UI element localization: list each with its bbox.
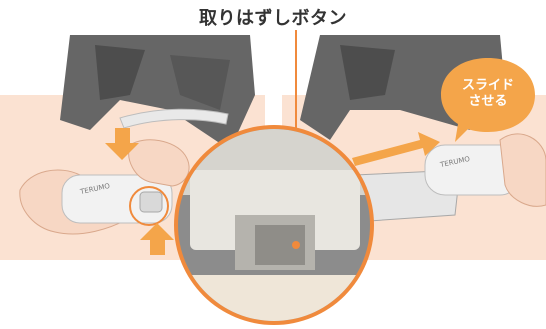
speech-bubble [441, 58, 535, 142]
left-shirt-fold-2 [170, 55, 230, 110]
right-hand [499, 133, 546, 207]
release-button-marker [292, 241, 300, 249]
left-zoom-circle [129, 186, 169, 226]
slide-arrow-icon [352, 132, 440, 166]
left-shirt-fold [95, 45, 145, 100]
bubble-line-2: させる [468, 94, 508, 109]
left-device-edge [139, 191, 163, 213]
release-button-label: 取りはずしボタン [199, 8, 347, 29]
bubble-line-1: スライド [461, 78, 514, 93]
left-belt [119, 108, 229, 129]
up-arrow-icon [140, 223, 174, 255]
down-arrow-icon [105, 128, 139, 160]
right-shirt-fold [340, 45, 395, 100]
zoom-bandage [178, 275, 370, 321]
zoom-device-face [190, 170, 360, 250]
speech-bubble-text: スライド させる [448, 78, 528, 110]
